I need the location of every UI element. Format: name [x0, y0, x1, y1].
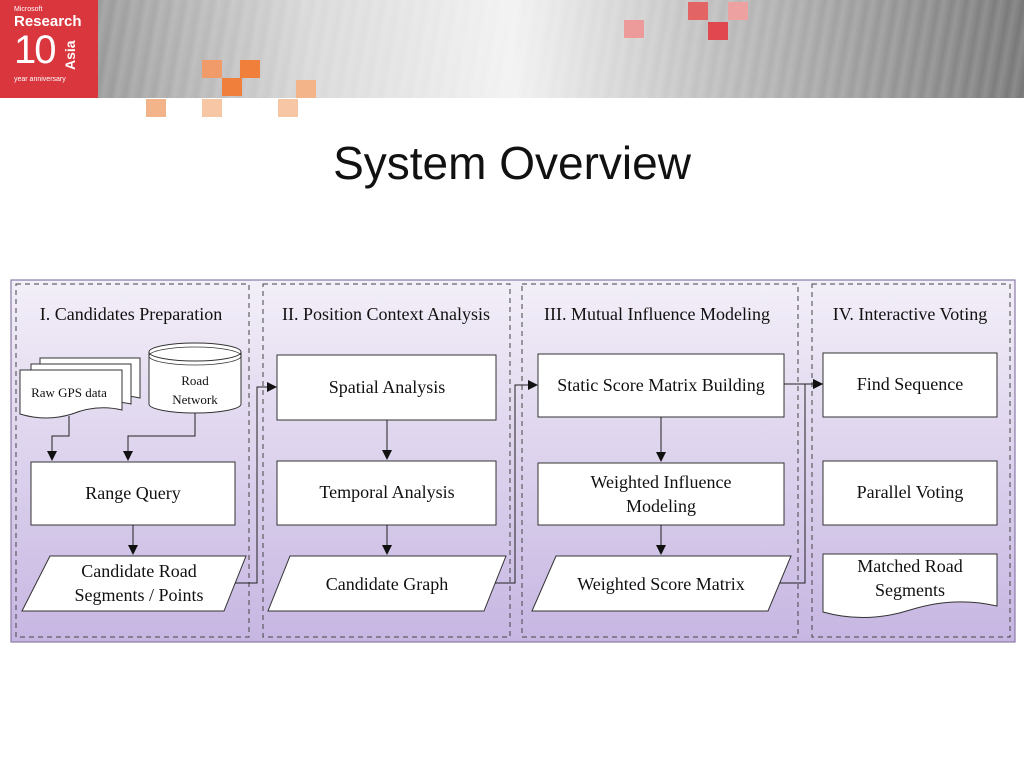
- edge-gps-to-range-query: [47, 416, 70, 461]
- candidate-segments-shape: [21, 555, 247, 612]
- logo-microsoft-text: Microsoft: [14, 6, 43, 13]
- decor-square: [624, 20, 644, 38]
- decor-square: [202, 99, 222, 117]
- header-banner-sheen: [0, 0, 1024, 98]
- road-network-label-line2: Network: [172, 392, 218, 407]
- stage-box-3: [521, 283, 799, 638]
- logo-research-text: Research: [14, 13, 82, 30]
- weighted-matrix-shape: [531, 555, 792, 612]
- decor-square: [688, 2, 708, 20]
- raw-gps-data-label: Raw GPS data: [31, 385, 107, 400]
- decor-square: [708, 22, 728, 40]
- stage-title-3: III. Mutual Influence Modeling: [544, 304, 770, 324]
- decor-square: [296, 80, 316, 98]
- msra-logo: Microsoft Research 10 Asia year annivers…: [0, 0, 98, 98]
- candidate-segments-label-line1: Candidate Road: [81, 561, 196, 581]
- range-query-label: Range Query: [85, 483, 180, 503]
- stage-title-4: IV. Interactive Voting: [833, 304, 987, 324]
- matched-segments-label-line2: Segments: [875, 580, 945, 600]
- logo-ten-text: 10: [14, 28, 56, 72]
- edge-candidates-to-spatial: [235, 382, 277, 584]
- road-network-label-line1: Road: [181, 373, 209, 388]
- road-network-node: Road Network: [148, 342, 242, 414]
- static-matrix-box: [537, 353, 785, 418]
- decor-square: [222, 78, 242, 96]
- decor-square: [240, 60, 260, 78]
- edge-graph-to-static-matrix: [495, 380, 538, 584]
- stage-box-2: [262, 283, 511, 638]
- decor-square: [202, 60, 222, 78]
- header-banner: [0, 0, 1024, 98]
- weighted-influence-label-line1: Weighted Influence: [591, 472, 732, 492]
- weighted-matrix-label: Weighted Score Matrix: [577, 574, 745, 594]
- parallel-voting-label: Parallel Voting: [857, 482, 964, 502]
- find-sequence-label: Find Sequence: [857, 374, 963, 394]
- candidate-graph-label: Candidate Graph: [326, 574, 448, 594]
- static-matrix-label: Static Score Matrix Building: [557, 375, 764, 395]
- weighted-influence-box: [537, 462, 785, 526]
- spatial-analysis-box: [276, 354, 497, 421]
- decor-square: [728, 2, 748, 20]
- parallel-voting-box: [822, 460, 998, 526]
- stage-title-2: II. Position Context Analysis: [282, 304, 490, 324]
- range-query-box: [30, 461, 236, 526]
- candidate-segments-label-line2: Segments / Points: [74, 585, 203, 605]
- weighted-influence-label-line2: Modeling: [626, 496, 696, 516]
- spatial-analysis-label: Spatial Analysis: [329, 377, 446, 397]
- logo-anniversary-text: year anniversary: [14, 76, 66, 83]
- candidate-graph-shape: [267, 555, 507, 612]
- stage-box-4: [811, 283, 1011, 638]
- slide-title: System Overview: [333, 137, 691, 189]
- edge-network-to-range-query: [123, 413, 196, 461]
- matched-segments-label-line1: Matched Road: [857, 556, 962, 576]
- matched-segments-shape: [822, 553, 998, 618]
- temporal-analysis-label: Temporal Analysis: [319, 482, 454, 502]
- decor-square: [146, 99, 166, 117]
- stage-title-1: I. Candidates Preparation: [40, 304, 222, 324]
- find-sequence-box: [822, 352, 998, 418]
- decor-square: [278, 99, 298, 117]
- raw-gps-data-node: Raw GPS data: [19, 357, 141, 419]
- stage-box-1: [15, 283, 250, 638]
